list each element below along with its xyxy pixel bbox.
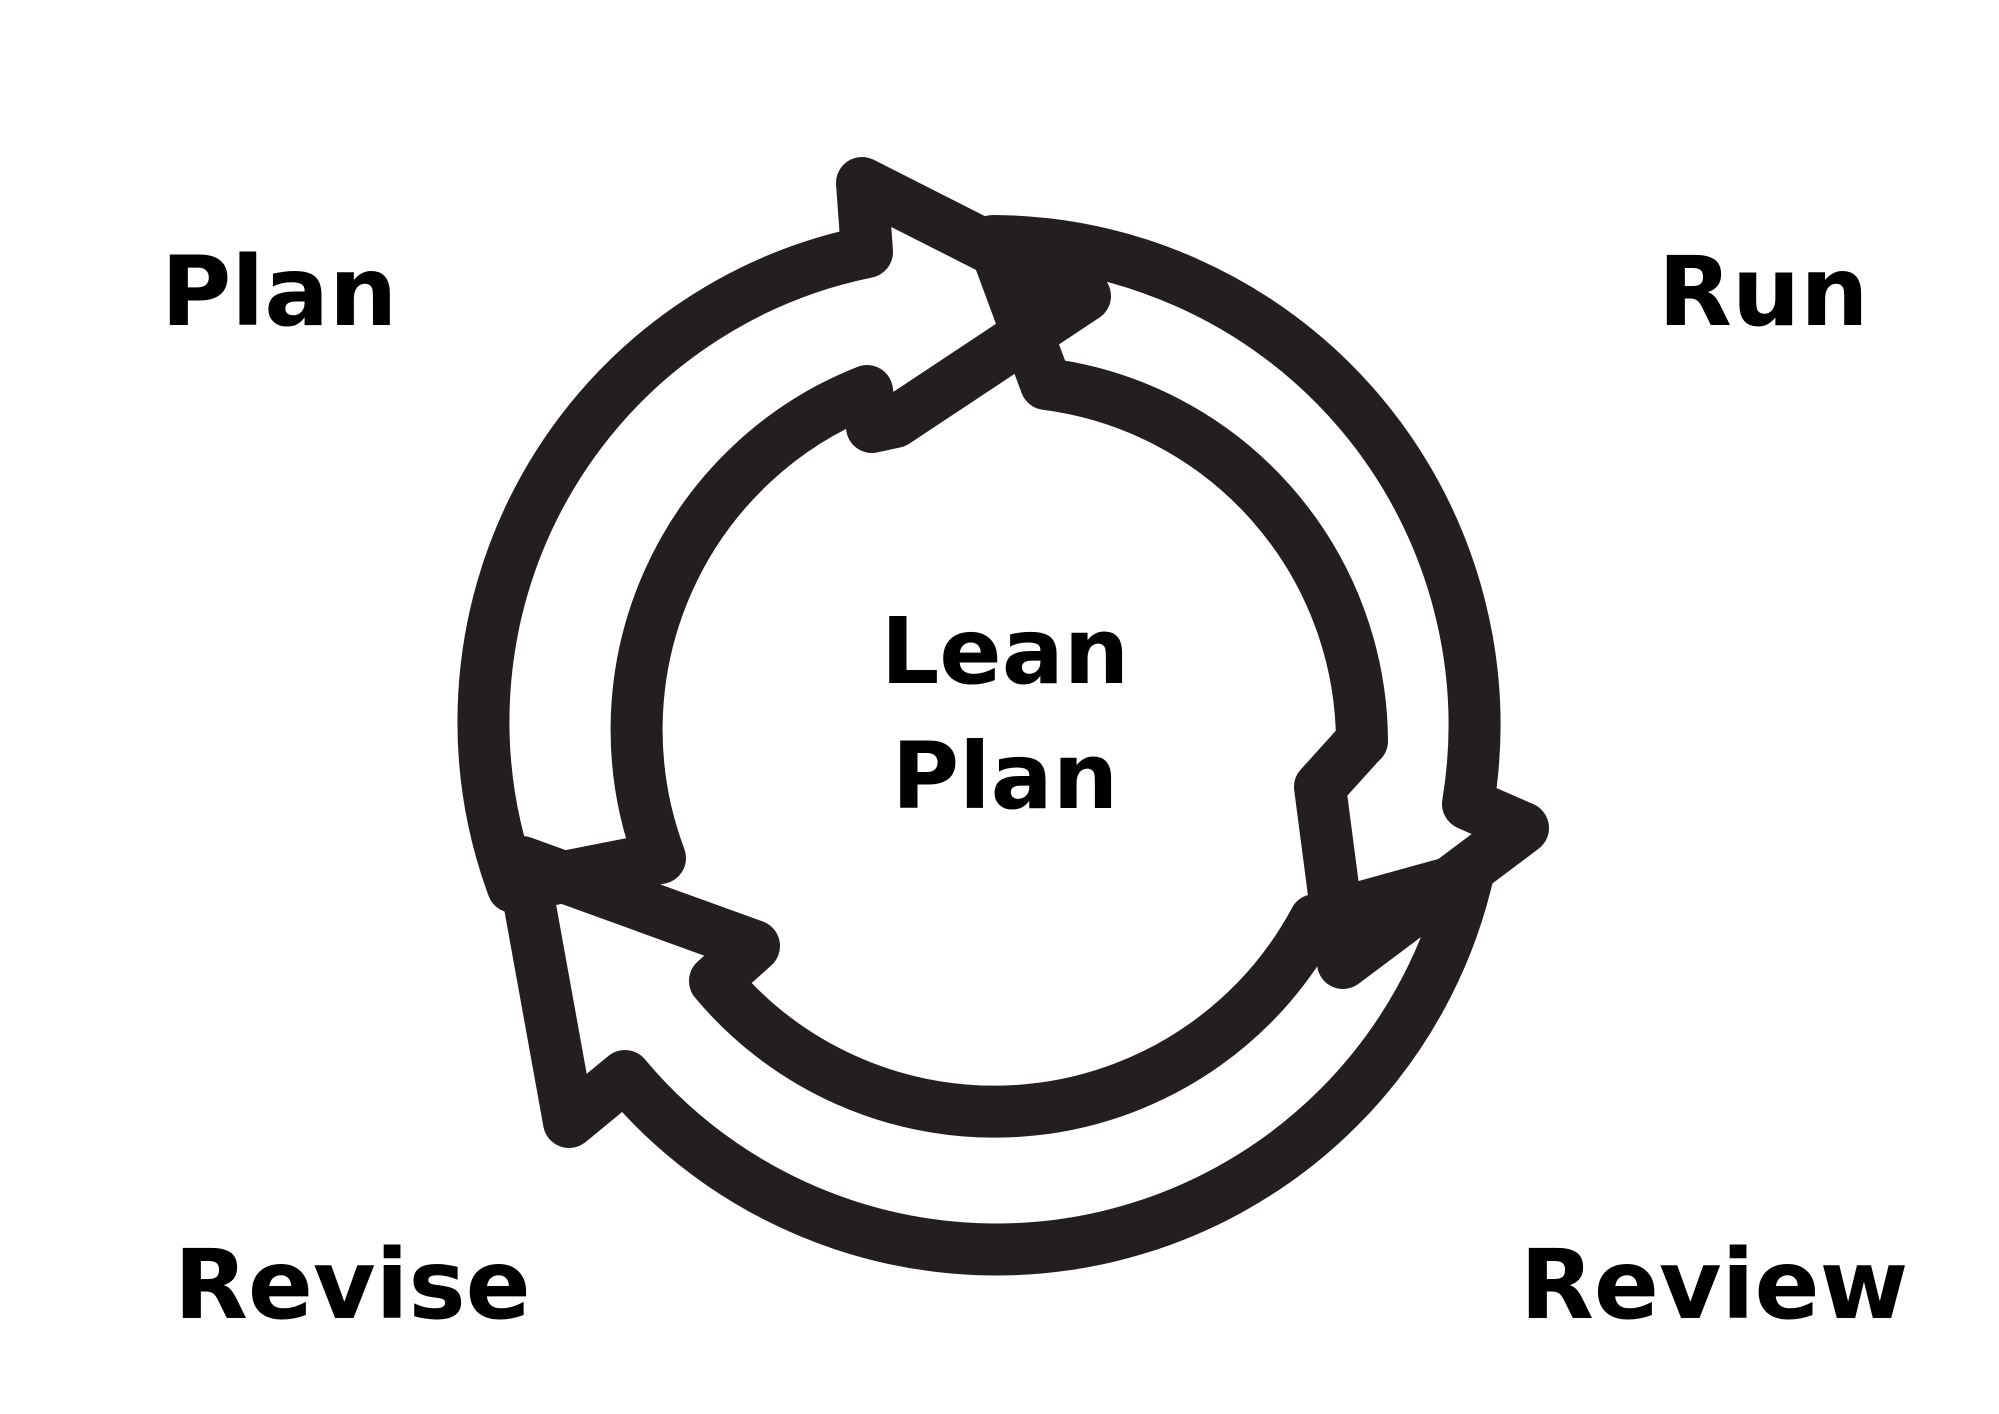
cycle-arrow-top bbox=[457, 157, 1111, 913]
cycle-arrow-icon bbox=[457, 157, 1549, 1276]
stage-label-review: Review bbox=[1520, 1229, 1908, 1341]
center-title-line2: Plan bbox=[892, 723, 1119, 830]
cycle-arrow-bottom bbox=[496, 836, 1493, 1276]
cycle-arrow-right bbox=[967, 215, 1549, 989]
stage-label-revise: Revise bbox=[174, 1229, 531, 1341]
center-title-line1: Lean bbox=[881, 598, 1130, 705]
stage-label-plan: Plan bbox=[161, 236, 397, 348]
stage-label-run: Run bbox=[1658, 236, 1869, 348]
